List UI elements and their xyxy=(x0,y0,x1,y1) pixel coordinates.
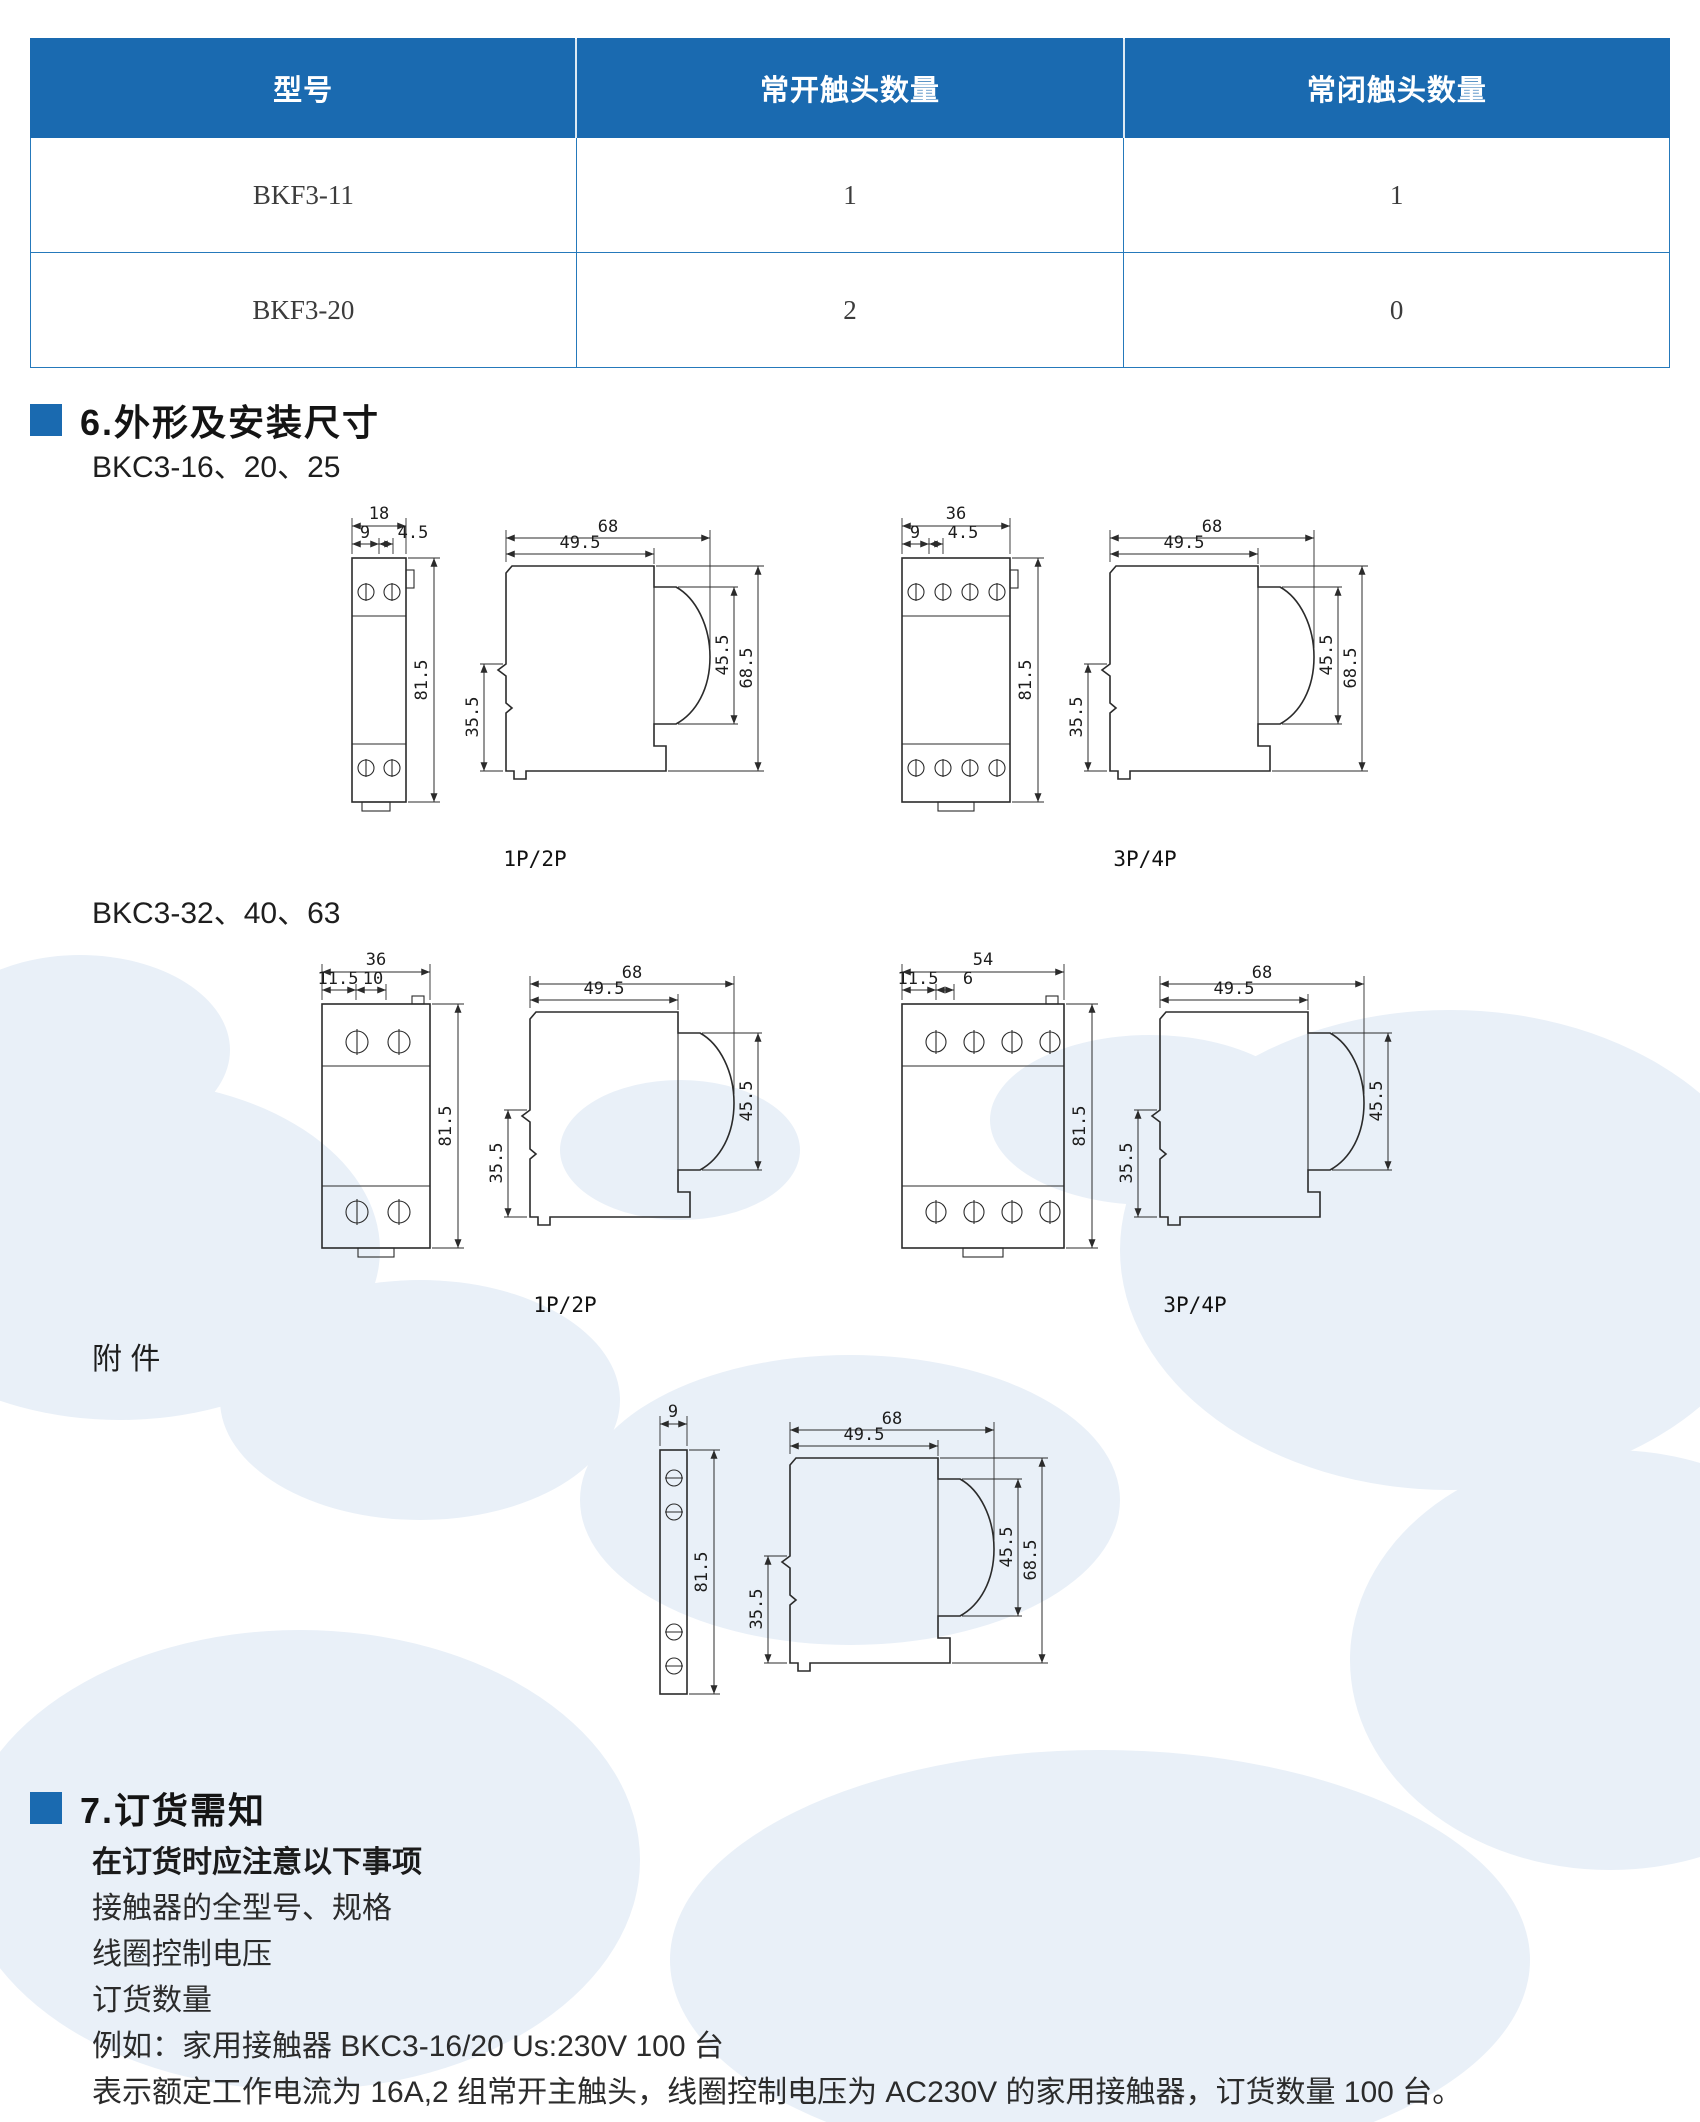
dim-front-width: 18 xyxy=(369,504,389,524)
dim-front-a: 9 xyxy=(910,523,920,543)
figure-caption: 3P/4P xyxy=(1113,847,1176,871)
dim-side-left: 35.5 xyxy=(487,1143,507,1184)
dim-side-width: 68 xyxy=(882,1409,902,1429)
dim-side-width2: 49.5 xyxy=(560,533,601,553)
side-view xyxy=(1150,1011,1365,1226)
figure-bkc3-16-3p4p-drawing: 36 9 4.5 81.5 68 49.5 xyxy=(901,504,1368,871)
front-view xyxy=(901,995,1065,1258)
front-view xyxy=(901,557,1019,812)
dim-side-width: 68 xyxy=(598,517,618,537)
dim-side-left: 35.5 xyxy=(463,697,483,738)
ordering-note-example: 例如：家用接触器 BKC3-16/20 Us:230V 100 台 xyxy=(92,2030,724,2063)
dim-side-height: 68.5 xyxy=(1341,648,1361,689)
ordering-note-explanation: 表示额定工作电流为 16A,2 组常开主触头，线圈控制电压为 AC230V 的家… xyxy=(92,2076,1463,2109)
dimensions: 18 9 4.5 81.5 68 49.5 xyxy=(351,504,764,803)
figure-caption: 1P/2P xyxy=(503,847,566,871)
dim-front-b: 4.5 xyxy=(398,523,429,543)
figure-accessory-drawing: 9 81.5 68 49.5 35.5 45.5 xyxy=(659,1402,1048,1695)
dim-front-b: 4.5 xyxy=(948,523,979,543)
table-cell-model: BKF3-11 xyxy=(30,137,577,253)
dim-front-height: 81.5 xyxy=(436,1106,456,1147)
ordering-notes: 在订货时应注意以下事项 接触器的全型号、规格 线圈控制电压 订货数量 例如：家用… xyxy=(92,1840,1670,2116)
dim-side-inner: 45.5 xyxy=(737,1081,757,1122)
table-row: BKF3-20 2 0 xyxy=(30,252,1670,368)
dimensions: 36 11.5 10 81.5 68 49.5 xyxy=(318,950,762,1249)
dim-side-inner: 45.5 xyxy=(713,635,733,676)
table-cell-nc-count: 1 xyxy=(1123,137,1670,253)
models-label-1: BKC3-16、20、25 xyxy=(92,451,341,484)
dim-side-width: 68 xyxy=(1252,963,1272,983)
dim-front-height: 81.5 xyxy=(1016,660,1036,701)
dim-front-b: 10 xyxy=(363,969,383,989)
dim-side-width2: 49.5 xyxy=(1164,533,1205,553)
dim-side-width2: 49.5 xyxy=(844,1425,885,1445)
front-view xyxy=(659,1449,688,1695)
figure-bkc3-16-1p2p-drawing: 18 9 4.5 81.5 68 49.5 xyxy=(351,504,764,871)
table-header-nc-contacts: 常闭触头数量 xyxy=(1122,38,1670,138)
section-bullet-icon xyxy=(30,404,62,436)
dim-front-width: 36 xyxy=(366,950,386,970)
dim-side-left: 35.5 xyxy=(1067,697,1087,738)
dimensions: 36 9 4.5 81.5 68 49.5 xyxy=(901,504,1368,803)
section-bullet-icon xyxy=(30,1792,62,1824)
dimensions: 9 81.5 68 49.5 35.5 45.5 xyxy=(659,1402,1048,1695)
models-label-2: BKC3-32、40、63 xyxy=(92,897,341,930)
side-view xyxy=(1100,565,1315,780)
section-6-heading: 6.外形及安装尺寸 xyxy=(30,398,1670,443)
attachment-label: 附 件 xyxy=(92,1343,161,1376)
dim-side-left: 35.5 xyxy=(1117,1143,1137,1184)
figure-row-2: 36 11.5 10 81.5 68 49.5 xyxy=(30,934,1670,1334)
figure-bkc3-32-3p4p-drawing: 54 11.5 6 81.5 68 49.5 xyxy=(898,950,1392,1317)
dim-front-width: 36 xyxy=(946,504,966,524)
table-cell-no-count: 2 xyxy=(575,252,1125,368)
table-header-row: 型号 常开触头数量 常闭触头数量 xyxy=(30,38,1670,138)
dim-side-width: 68 xyxy=(622,963,642,983)
dim-front-width: 54 xyxy=(973,950,993,970)
dim-front-a: 9 xyxy=(360,523,370,543)
front-view xyxy=(321,995,431,1258)
figure-row-1: 18 9 4.5 81.5 68 49.5 xyxy=(30,488,1670,888)
ordering-note-item: 订货数量 xyxy=(92,1984,212,2017)
figure-caption: 3P/4P xyxy=(1163,1293,1226,1317)
ordering-notes-intro: 在订货时应注意以下事项 xyxy=(92,1846,422,1879)
dim-front-a: 11.5 xyxy=(898,969,939,989)
dim-front-height: 81.5 xyxy=(692,1552,712,1593)
table-cell-nc-count: 0 xyxy=(1123,252,1670,368)
section-7-heading: 7.订货需知 xyxy=(30,1786,1670,1831)
figure-row-3: 9 81.5 68 49.5 35.5 45.5 xyxy=(30,1380,1670,1780)
side-view xyxy=(780,1457,995,1672)
dim-front-height: 81.5 xyxy=(412,660,432,701)
dim-side-inner: 45.5 xyxy=(1367,1081,1387,1122)
dim-front-width: 9 xyxy=(668,1402,678,1422)
dim-side-height: 68.5 xyxy=(1021,1540,1041,1581)
table-cell-no-count: 1 xyxy=(575,137,1125,253)
figure-caption: 1P/2P xyxy=(533,1293,596,1317)
dim-side-width2: 49.5 xyxy=(584,979,625,999)
front-view xyxy=(351,557,415,812)
ordering-note-item: 接触器的全型号、规格 xyxy=(92,1892,392,1925)
table-header-no-contacts: 常开触头数量 xyxy=(575,38,1125,138)
contact-count-table: 型号 常开触头数量 常闭触头数量 BKF3-11 1 1 BKF3-20 2 0 xyxy=(30,38,1670,368)
side-view xyxy=(520,1011,735,1226)
section-6-title: 6.外形及安装尺寸 xyxy=(80,402,381,443)
section-7-title: 7.订货需知 xyxy=(80,1790,267,1831)
dim-side-left: 35.5 xyxy=(747,1589,767,1630)
dim-side-width: 68 xyxy=(1202,517,1222,537)
dim-side-inner: 45.5 xyxy=(997,1527,1017,1568)
dimensions: 54 11.5 6 81.5 68 49.5 xyxy=(898,950,1392,1249)
table-cell-model: BKF3-20 xyxy=(30,252,577,368)
dim-side-height: 68.5 xyxy=(737,648,757,689)
table-row: BKF3-11 1 1 xyxy=(30,137,1670,253)
side-view xyxy=(496,565,711,780)
ordering-note-item: 线圈控制电压 xyxy=(92,1938,272,1971)
dim-side-width2: 49.5 xyxy=(1214,979,1255,999)
dim-front-b: 6 xyxy=(963,969,973,989)
dim-front-a: 11.5 xyxy=(318,969,359,989)
dim-side-inner: 45.5 xyxy=(1317,635,1337,676)
table-header-model: 型号 xyxy=(30,38,577,138)
figure-bkc3-32-1p2p-drawing: 36 11.5 10 81.5 68 49.5 xyxy=(318,950,762,1317)
dim-front-height: 81.5 xyxy=(1070,1106,1090,1147)
